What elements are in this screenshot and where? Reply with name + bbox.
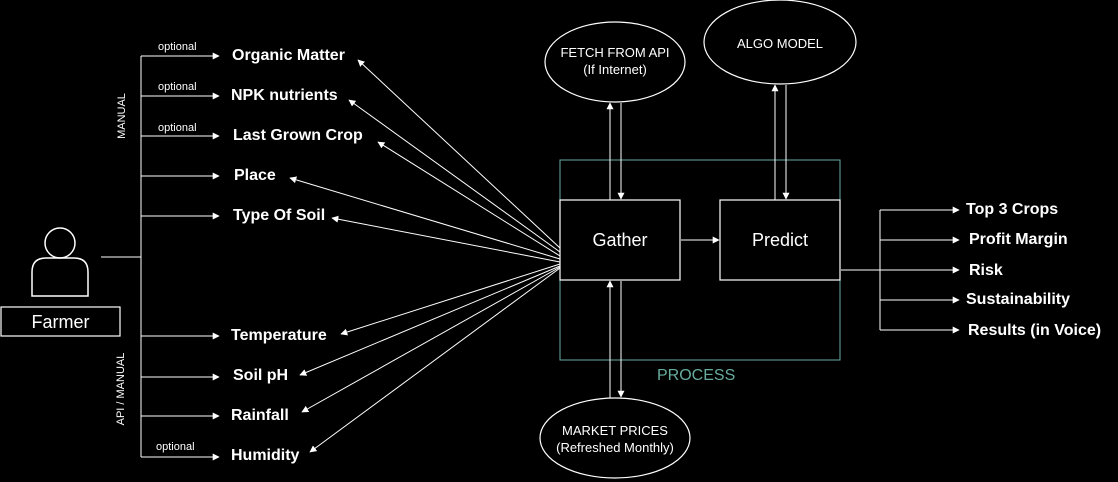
fetch-api-title: FETCH FROM API bbox=[560, 45, 670, 60]
input-humidity: Humidity bbox=[231, 447, 300, 464]
optional-tag-npk: optional bbox=[158, 81, 197, 93]
market-prices-subtitle: (Refreshed Monthly) bbox=[556, 440, 674, 455]
input-rainfall: Rainfall bbox=[231, 407, 289, 424]
output-risk: Risk bbox=[969, 262, 1003, 279]
input-last-grown-crop: Last Grown Crop bbox=[233, 127, 363, 144]
input-soil-ph: Soil pH bbox=[233, 367, 289, 384]
fetch-api-subtitle: (If Internet) bbox=[583, 62, 647, 77]
output-top-3-crops: Top 3 Crops bbox=[966, 201, 1059, 218]
output-profit-margin: Profit Margin bbox=[969, 231, 1068, 248]
predict-label: Predict bbox=[751, 230, 809, 250]
input-npk-nutrients: NPK nutrients bbox=[231, 87, 338, 104]
market-prices-node bbox=[539, 397, 691, 479]
input-place: Place bbox=[234, 167, 276, 184]
optional-tag-humidity: optional bbox=[156, 441, 195, 453]
output-results-voice: Results (in Voice) bbox=[968, 322, 1102, 339]
output-branches bbox=[841, 206, 960, 334]
fetch-api-text: FETCH FROM API (If Internet) bbox=[545, 44, 685, 78]
farmer-box bbox=[0, 306, 121, 337]
predict-box bbox=[719, 199, 841, 281]
input-branches bbox=[141, 52, 220, 461]
user-icon bbox=[31, 227, 89, 297]
gather-fan-arrows bbox=[289, 59, 561, 453]
vertical-link-arrows bbox=[606, 84, 790, 398]
manual-label: MANUAL bbox=[116, 93, 128, 139]
algo-model-text: ALGO MODEL bbox=[737, 36, 823, 51]
algo-model-node bbox=[703, 0, 857, 85]
input-temperature: Temperature bbox=[231, 327, 327, 344]
farmer-label: Farmer bbox=[31, 312, 90, 332]
market-prices-text: MARKET PRICES (Refreshed Monthly) bbox=[540, 422, 690, 456]
optional-tag-organic: optional bbox=[158, 41, 197, 53]
gather-box bbox=[559, 199, 681, 281]
optional-tag-last-crop: optional bbox=[158, 122, 197, 134]
input-organic-matter: Organic Matter bbox=[232, 47, 345, 64]
fetch-api-node bbox=[544, 21, 686, 103]
input-type-of-soil: Type Of Soil bbox=[233, 207, 326, 224]
process-label: PROCESS bbox=[657, 367, 736, 384]
gather-label: Gather bbox=[592, 230, 648, 250]
market-prices-title: MARKET PRICES bbox=[562, 423, 668, 438]
api-manual-label: API / MANUAL bbox=[115, 352, 127, 426]
output-sustainability: Sustainability bbox=[966, 291, 1071, 308]
